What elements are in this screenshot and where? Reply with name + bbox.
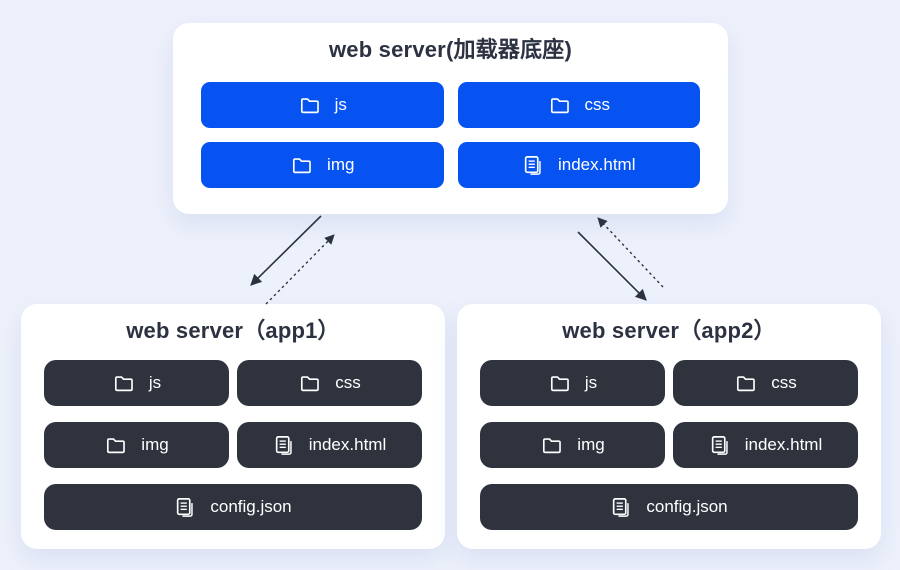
node-label: img bbox=[327, 155, 355, 174]
node-label: css bbox=[584, 95, 611, 114]
node-loader-css: css bbox=[457, 82, 700, 128]
app1-server-card: web server（app1） js css img index.html c… bbox=[21, 304, 445, 549]
node-app2-index-html: index.html bbox=[673, 422, 858, 468]
folder-icon bbox=[548, 94, 571, 116]
file-icon bbox=[610, 496, 632, 519]
node-label: js bbox=[334, 95, 347, 114]
node-label: css bbox=[771, 373, 797, 392]
node-label: config.json bbox=[646, 497, 728, 516]
folder-icon bbox=[540, 434, 563, 456]
node-loader-js: js bbox=[201, 82, 444, 128]
node-app2-js: js bbox=[480, 360, 665, 406]
folder-icon bbox=[290, 154, 313, 176]
app1-card-title: web server（app1） bbox=[126, 318, 340, 343]
app2-card-title: web server（app2） bbox=[562, 318, 776, 343]
file-icon bbox=[522, 154, 544, 177]
app1-button-grid: js css img index.html config.json bbox=[44, 360, 422, 530]
folder-icon bbox=[548, 372, 571, 394]
node-app1-js: js bbox=[44, 360, 229, 406]
node-label: js bbox=[148, 373, 162, 392]
file-icon bbox=[174, 496, 196, 519]
node-label: config.json bbox=[210, 497, 292, 516]
node-loader-index-html: index.html bbox=[457, 142, 700, 188]
folder-icon bbox=[298, 372, 321, 394]
node-app1-index-html: index.html bbox=[237, 422, 422, 468]
node-app2-css: css bbox=[673, 360, 858, 406]
node-app2-img: img bbox=[480, 422, 665, 468]
node-app2-config-json: config.json bbox=[480, 484, 858, 530]
arrow-loader-to-app1 bbox=[250, 215, 322, 286]
node-label: css bbox=[335, 373, 361, 392]
node-label: index.html bbox=[744, 435, 823, 454]
arrow-app2-to-loader-dashed bbox=[597, 217, 664, 288]
node-loader-img: img bbox=[201, 142, 444, 188]
node-label: img bbox=[141, 435, 169, 454]
app2-button-grid: js css img index.html config.json bbox=[480, 360, 858, 530]
node-label: index.html bbox=[558, 155, 636, 174]
folder-icon bbox=[112, 372, 135, 394]
node-app1-css: css bbox=[237, 360, 422, 406]
loader-button-grid: js css img index.html bbox=[201, 82, 700, 188]
app2-server-card: web server（app2） js css img index.html c… bbox=[457, 304, 881, 549]
folder-icon bbox=[104, 434, 127, 456]
loader-card-title: web server(加载器底座) bbox=[328, 37, 572, 62]
folder-icon bbox=[734, 372, 757, 394]
arrow-app1-to-loader-dashed bbox=[265, 234, 335, 305]
node-app1-config-json: config.json bbox=[44, 484, 422, 530]
arrow-loader-to-app2 bbox=[577, 231, 647, 301]
file-icon bbox=[709, 434, 731, 457]
node-label: index.html bbox=[308, 435, 387, 454]
loader-server-card: web server(加载器底座) js css img index.html bbox=[173, 23, 728, 214]
node-label: img bbox=[577, 435, 605, 454]
node-app1-img: img bbox=[44, 422, 229, 468]
file-icon bbox=[273, 434, 295, 457]
folder-icon bbox=[298, 94, 321, 116]
node-label: js bbox=[584, 373, 598, 392]
